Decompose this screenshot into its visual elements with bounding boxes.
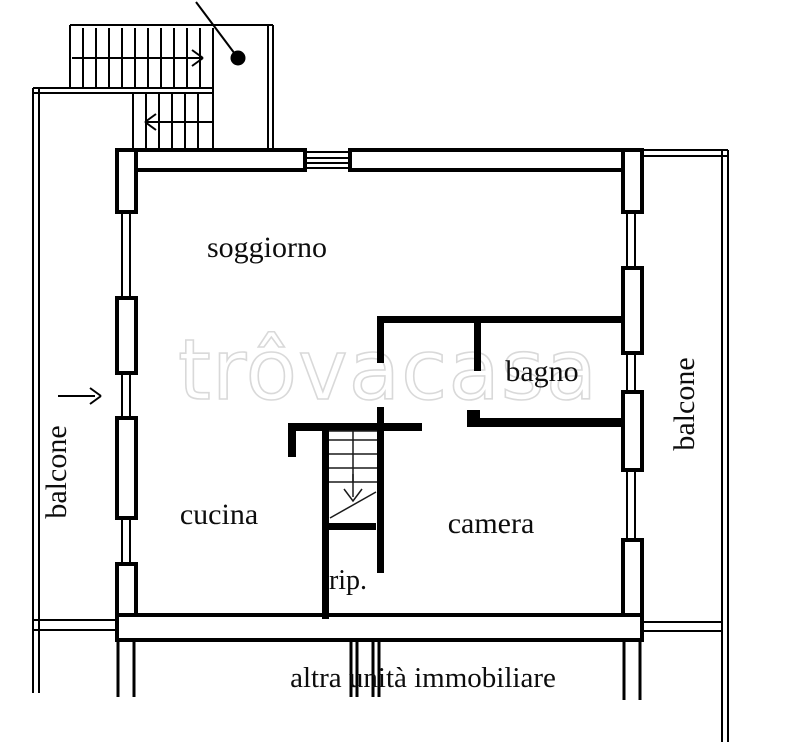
label-altra-unita: altra unità immobiliare [290, 662, 556, 694]
right-balcony [642, 149, 729, 742]
wall-bagno-door-jamb [474, 323, 481, 371]
outer-wall-left-pier2 [115, 296, 138, 375]
external-staircase [33, 1, 274, 150]
window-right-bagno [626, 353, 636, 392]
upper-flight-arrow-right-icon [72, 49, 204, 67]
wall-cucina-top [288, 423, 422, 431]
internal-partitions [288, 316, 623, 619]
entry-point-dot-icon [230, 50, 246, 66]
wall-bagno-bottom [467, 418, 623, 427]
label-cucina: cucina [180, 498, 258, 531]
window-left-soggiorno [121, 212, 131, 298]
outer-walls [115, 148, 644, 642]
room-labels: soggiorno bagno cucina camera rip. altra… [40, 231, 701, 694]
outer-wall-left-pier3 [115, 416, 138, 520]
wall-stair-left [322, 423, 329, 619]
outer-wall-top-left [115, 148, 307, 172]
window-right-camera [626, 470, 636, 540]
label-balcone-left: balcone [40, 425, 73, 518]
outer-wall-right-pier2 [621, 266, 644, 355]
label-bagno: bagno [505, 355, 578, 388]
balcony-entry-arrow-icon [58, 387, 102, 405]
label-balcone-right: balcone [668, 357, 701, 450]
watermark-logo: trôvacasa [178, 321, 598, 419]
wall-bagno-top [377, 316, 623, 323]
wall-hall-stub [377, 323, 384, 363]
balcony-door-left [121, 373, 131, 418]
window-left-cucina [121, 518, 131, 564]
lower-unit-walls [116, 638, 642, 700]
entry-pointer-line [195, 1, 236, 55]
stair-break-line [329, 491, 377, 519]
window-top [305, 151, 350, 169]
outer-wall-bottom [115, 613, 644, 642]
stair-down-arrow-icon [343, 474, 363, 503]
outer-wall-right-pier3 [621, 390, 644, 472]
wall-stair-right [377, 407, 384, 573]
wall-rip-top [329, 523, 376, 530]
outer-wall-top-right [348, 148, 644, 172]
outer-wall-right-pier1 [621, 148, 644, 214]
label-rip: rip. [329, 565, 367, 596]
label-camera: camera [448, 507, 535, 540]
outer-wall-left-pier1 [115, 148, 138, 214]
left-balcony [32, 88, 117, 693]
label-soggiorno: soggiorno [207, 231, 327, 264]
internal-staircase [329, 430, 377, 519]
wall-cucina-top-stub [288, 431, 296, 457]
lower-flight-arrow-left-icon [144, 113, 212, 131]
windows [121, 151, 636, 564]
wall-bagno-bottom-jamb [467, 410, 480, 418]
window-right-soggiorno [626, 212, 636, 268]
